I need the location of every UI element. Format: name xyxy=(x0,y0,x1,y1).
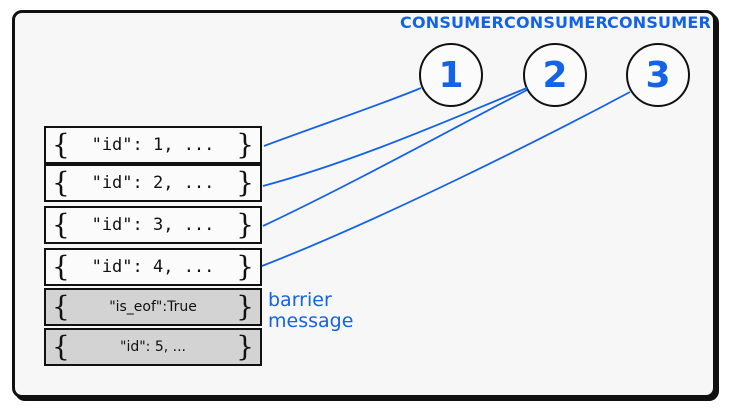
message-text: "id": 3, ... xyxy=(91,215,215,235)
consumer-1-node: 1 xyxy=(419,43,483,107)
open-brace: { xyxy=(52,166,70,199)
consumer-2-node: 2 xyxy=(523,43,587,107)
queue-message-3: { "id": 3, ... } xyxy=(44,206,262,244)
open-brace: { xyxy=(52,208,70,241)
consumer-2-number: 2 xyxy=(542,54,568,96)
close-brace: } xyxy=(236,128,254,161)
queue-message-4: { "id": 4, ... } xyxy=(44,248,262,286)
close-brace: } xyxy=(236,330,254,363)
close-brace: } xyxy=(236,208,254,241)
consumer-1-number: 1 xyxy=(438,54,464,96)
close-brace: } xyxy=(236,166,254,199)
consumer-1-label: CONSUMER xyxy=(400,13,505,32)
link-consumer2-message3 xyxy=(262,89,528,227)
barrier-label-line1: barrier xyxy=(268,289,332,311)
close-brace: } xyxy=(236,290,254,323)
queue-message-5: { "id": 5, ... } xyxy=(44,328,262,366)
barrier-label-line2: message xyxy=(268,310,354,332)
message-text: "id": 2, ... xyxy=(91,173,215,193)
barrier-message-label: barrier message xyxy=(268,290,353,332)
open-brace: { xyxy=(52,290,70,323)
open-brace: { xyxy=(52,250,70,283)
message-text: "id": 5, ... xyxy=(120,339,186,355)
consumer-2-label: CONSUMER xyxy=(504,13,609,32)
open-brace: { xyxy=(52,330,70,363)
message-text: "id": 1, ... xyxy=(91,135,215,155)
queue-message-2: { "id": 2, ... } xyxy=(44,164,262,202)
close-brace: } xyxy=(236,250,254,283)
link-consumer2-message2 xyxy=(262,87,528,187)
message-text: "id": 4, ... xyxy=(91,257,215,277)
open-brace: { xyxy=(52,128,70,161)
consumer-3-node: 3 xyxy=(626,43,690,107)
consumer-3-number: 3 xyxy=(645,54,671,96)
link-consumer3-message4 xyxy=(261,91,631,267)
queue-barrier-message: { "is_eof":True } xyxy=(44,288,262,326)
link-consumer1-message1 xyxy=(263,87,422,147)
message-text: "is_eof":True xyxy=(109,299,197,315)
consumer-3-label: CONSUMER xyxy=(607,13,712,32)
queue-message-1: { "id": 1, ... } xyxy=(44,126,262,164)
